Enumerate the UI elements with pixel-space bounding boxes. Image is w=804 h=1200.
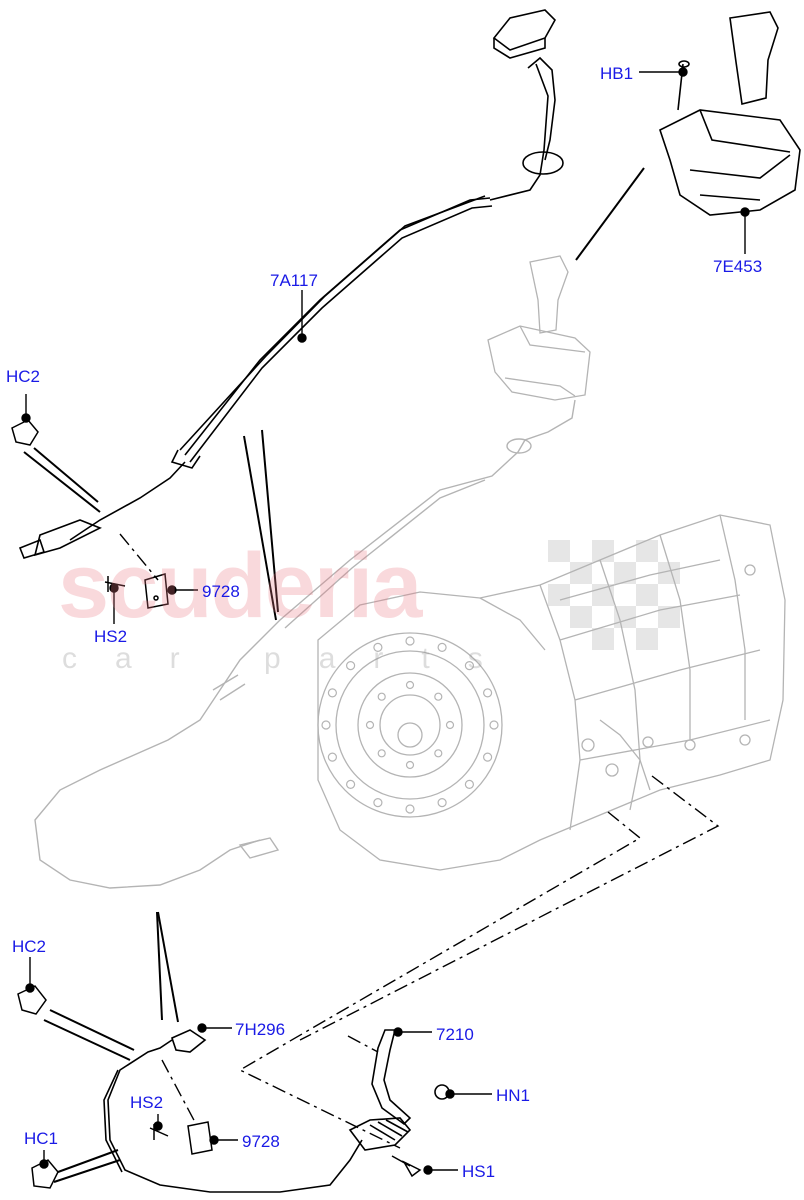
callout-7e453: 7E453 (713, 257, 763, 276)
flywheel-bolt (483, 752, 493, 762)
cable-clip-hc2-top (11, 419, 39, 446)
flywheel-bolt (321, 720, 331, 730)
gear-change-cable (18, 56, 564, 559)
callout-7h296: 7H296 (235, 1020, 286, 1039)
flywheel-bolt (489, 720, 499, 730)
hub-bolt (434, 692, 443, 701)
dash-dot-leaders (119, 533, 720, 1149)
callout-7210: 7210 (436, 1025, 474, 1044)
flywheel-bolt (464, 779, 474, 790)
flywheel-bolt (346, 660, 356, 671)
hub-bolt (377, 749, 386, 758)
flywheel-bolt (405, 636, 415, 646)
flywheel-bolt (373, 797, 383, 808)
transmission-assembly (317, 514, 786, 871)
callout-9728-top: 9728 (202, 582, 240, 601)
watermark-tagline: car parts (62, 642, 521, 675)
flywheel-bolt (437, 797, 447, 808)
ghost-selector-cable (34, 399, 576, 889)
callout-hc2-bottom: HC2 (12, 937, 47, 956)
flywheel-bolt (464, 660, 474, 671)
ghost-gear-selector (487, 255, 591, 401)
selector-lever-7210 (371, 1029, 450, 1126)
callout-9728-bottom: 9728 (242, 1132, 280, 1151)
callout-hs2-bottom: HS2 (130, 1093, 164, 1112)
hub-bolt (405, 680, 415, 690)
callout-hs2-top: HS2 (94, 627, 128, 646)
bolt-hs1 (391, 1155, 422, 1178)
watermark-brand: scuderia (58, 535, 422, 637)
gear-selector-assembly (659, 11, 801, 216)
hub-bolt (434, 749, 443, 758)
callout-hc2-top: HC2 (6, 367, 41, 386)
callout-7a117: 7A117 (270, 271, 318, 290)
watermark-flag-icon (548, 540, 680, 650)
selector-cable-lower (103, 1029, 412, 1193)
flywheel-bolt (346, 779, 356, 790)
flywheel-bolt (327, 688, 337, 698)
callout-hs1: HS1 (462, 1162, 496, 1181)
flywheel-bolt (437, 642, 447, 653)
leader-lines (23, 167, 645, 1183)
hub-bolt (377, 692, 386, 701)
flywheel-bolt (373, 642, 383, 653)
callout-hc1: HC1 (24, 1129, 59, 1148)
flywheel-bolt-ring (321, 636, 499, 814)
hub-bolt (365, 720, 375, 730)
hub-bolt (445, 720, 455, 730)
callout-hb1: HB1 (600, 64, 634, 83)
cable-end-connector (492, 9, 556, 59)
callout-hn1: HN1 (496, 1086, 531, 1105)
flywheel-bolt (405, 804, 415, 814)
hub-bolt (405, 760, 415, 770)
flywheel-bolt (483, 688, 493, 698)
callout-leaders (21, 67, 750, 1175)
flywheel-bolt (327, 752, 337, 762)
